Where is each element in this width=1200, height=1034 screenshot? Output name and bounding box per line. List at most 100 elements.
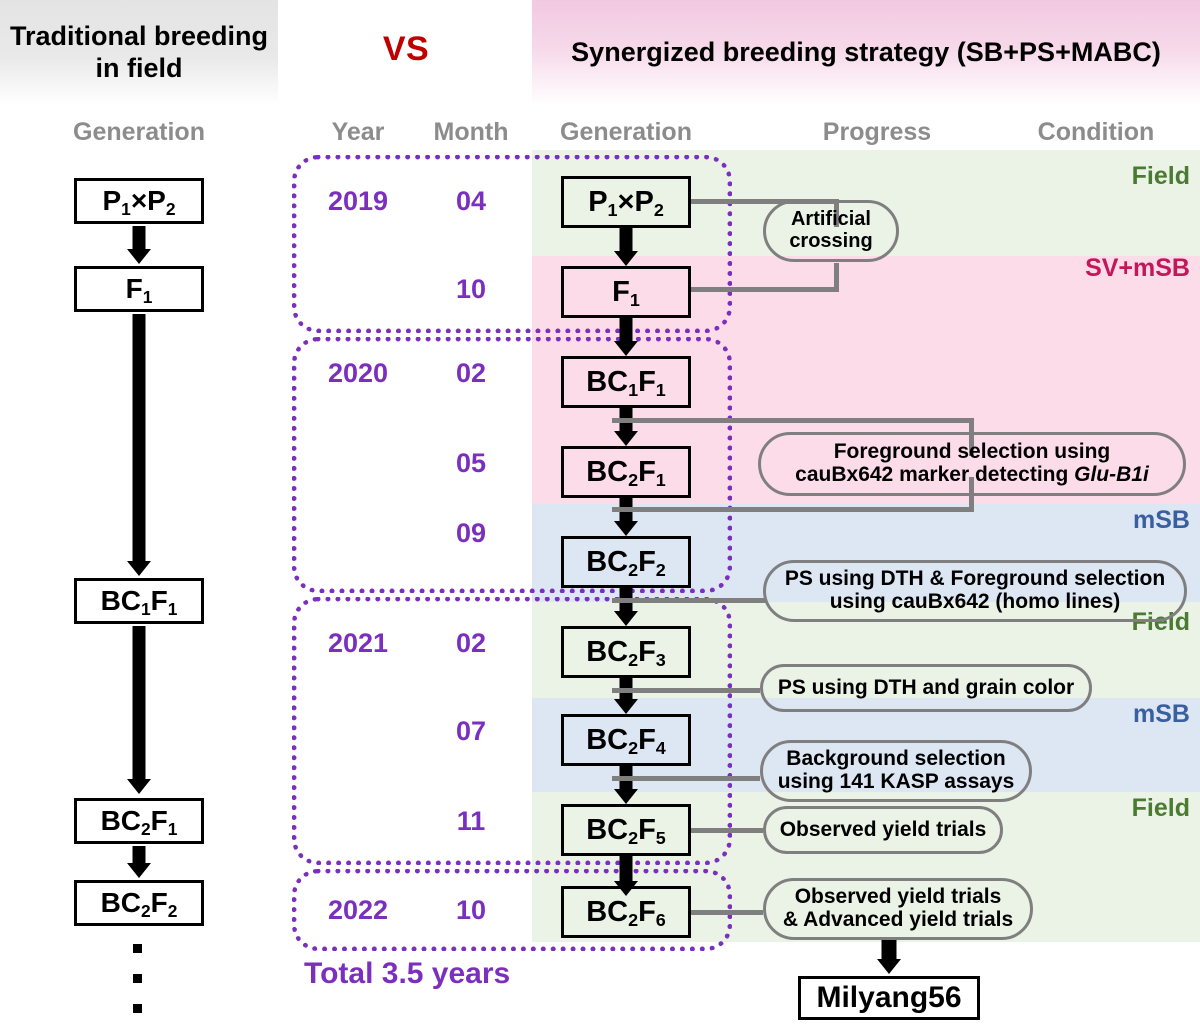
connector-crossing-top	[691, 199, 839, 204]
progress-text-ps-dth-line2: using cauBx642 (homo lines)	[829, 590, 1121, 613]
progress-text-ps-grain-color: PS using DTH and grain color	[777, 675, 1075, 699]
timeline-generation-box-3: BC2F1	[561, 446, 691, 498]
progress-text-artificial-crossing-line2: crossing	[789, 230, 873, 252]
traditional-generation-label-3: BC2F1	[100, 805, 178, 839]
progress-text-foreground-line1: Foreground selection using	[833, 440, 1111, 464]
timeline-generation-label-7: BC2F5	[586, 813, 666, 848]
timeline-generation-label-3: BC2F1	[586, 455, 666, 490]
condition-label-svmsb: SV+mSB	[1085, 254, 1190, 282]
connector-background-selection	[612, 776, 760, 781]
column-header-generation-left: Generation	[73, 118, 205, 146]
year-label-2022: 2022	[327, 895, 389, 925]
traditional-generation-label-2: BC1F1	[100, 585, 178, 619]
progress-bubble-observed-yield[interactable]: Observed yield trials	[763, 806, 1003, 854]
traditional-arrow-1	[74, 314, 204, 576]
timeline-generation-label-1: F1	[612, 275, 640, 310]
month-label-5: 02	[455, 628, 487, 658]
traditional-arrow-3	[74, 846, 204, 878]
month-label-8: 10	[455, 895, 487, 925]
year-label-2019: 2019	[327, 186, 389, 216]
traditional-generation-box-2: BC1F1	[74, 578, 204, 624]
progress-bubble-ps-dth-foreground[interactable]: PS using DTH & Foreground selection usin…	[763, 560, 1187, 622]
month-label-2: 02	[455, 358, 487, 388]
traditional-generation-label-0: P1×P2	[102, 185, 176, 219]
timeline-arrow-3	[561, 498, 691, 536]
month-label-3: 05	[455, 448, 487, 478]
timeline-arrow-1	[561, 318, 691, 356]
timeline-generation-box-8: BC2F6	[561, 886, 691, 938]
month-label-1: 10	[455, 274, 487, 304]
progress-bubble-foreground-selection[interactable]: Foreground selection using cauBx642 mark…	[758, 432, 1186, 496]
traditional-generation-box-4: BC2F2	[74, 880, 204, 926]
progress-text-background-line1: Background selection	[786, 747, 1006, 771]
condition-label-field-1: Field	[1131, 162, 1190, 190]
timeline-generation-box-5: BC2F3	[561, 626, 691, 678]
synergized-banner: Synergized breeding strategy (SB+PS+MABC…	[532, 0, 1200, 105]
progress-bubble-ps-grain-color[interactable]: PS using DTH and grain color	[760, 664, 1092, 712]
year-label-2020: 2020	[327, 358, 389, 388]
progress-text-foreground-gene: Glu-B1i	[1074, 463, 1149, 486]
timeline-generation-box-6: BC2F4	[561, 714, 691, 766]
progress-text-foreground-line2-pre: cauBx642 marker detecting	[795, 463, 1075, 486]
timeline-generation-label-5: BC2F3	[586, 635, 666, 670]
traditional-title: Traditional breeding in field	[9, 20, 269, 83]
timeline-generation-box-2: BC1F1	[561, 356, 691, 408]
timeline-arrow-6	[561, 766, 691, 804]
timeline-generation-box-7: BC2F5	[561, 804, 691, 856]
traditional-arrow-0	[74, 226, 204, 264]
month-label-0: 04	[455, 186, 487, 216]
connector-foreground-bottom	[612, 507, 974, 512]
condition-label-field-3: Field	[1131, 794, 1190, 822]
progress-text-artificial-crossing-line1: Artificial	[790, 208, 871, 231]
timeline-generation-box-1: F1	[561, 266, 691, 318]
traditional-generation-label-4: BC2F2	[100, 887, 178, 921]
column-header-progress: Progress	[822, 118, 932, 146]
progress-bubble-background-selection[interactable]: Background selection using 141 KASP assa…	[760, 740, 1032, 802]
final-arrow	[824, 940, 954, 974]
total-duration-label: Total 3.5 years	[304, 957, 511, 990]
traditional-generation-box-1: F1	[74, 266, 204, 312]
connector-crossing-bot-rise	[834, 263, 839, 292]
synergized-title: Synergized breeding strategy (SB+PS+MABC…	[571, 36, 1161, 67]
timeline-generation-box-0: P1×P2	[561, 176, 691, 228]
column-header-generation-right: Generation	[560, 118, 692, 146]
timeline-arrow-0	[561, 228, 691, 266]
year-label-2021: 2021	[327, 628, 389, 658]
connector-observed-yield	[691, 828, 763, 833]
column-header-month: Month	[433, 118, 509, 146]
timeline-arrow-5	[561, 678, 691, 714]
vs-label: VS	[382, 30, 430, 68]
final-variety-box: Milyang56	[798, 976, 980, 1020]
progress-bubble-artificial-crossing[interactable]: Artificial crossing	[763, 200, 899, 262]
connector-observed-advanced-yield	[691, 910, 763, 915]
connector-foreground-top	[612, 418, 974, 423]
traditional-arrow-2	[74, 626, 204, 794]
final-variety-label: Milyang56	[816, 981, 962, 1014]
connector-crossing-bottom	[691, 287, 839, 292]
timeline-generation-label-6: BC2F4	[586, 723, 666, 758]
condition-label-msb-2: mSB	[1133, 700, 1190, 728]
timeline-generation-box-4: BC2F2	[561, 536, 691, 588]
month-label-7: 11	[456, 806, 486, 836]
timeline-generation-label-0: P1×P2	[588, 185, 664, 220]
timeline-generation-label-4: BC2F2	[586, 545, 666, 580]
traditional-banner: Traditional breeding in field	[0, 0, 278, 105]
column-header-condition: Condition	[1037, 118, 1155, 146]
timeline-arrow-4	[561, 588, 691, 626]
traditional-generation-box-0: P1×P2	[74, 178, 204, 224]
connector-ps-grain-color	[612, 688, 760, 693]
traditional-continuation-dots	[133, 944, 142, 1034]
progress-text-background-line2: using 141 KASP assays	[777, 770, 1015, 793]
progress-bubble-observed-advanced-yield[interactable]: Observed yield trials & Advanced yield t…	[763, 878, 1033, 940]
progress-text-observed-advanced-line2: & Advanced yield trials	[782, 908, 1014, 931]
traditional-generation-box-3: BC2F1	[74, 798, 204, 844]
column-header-year: Year	[331, 118, 385, 146]
progress-text-ps-dth-line1: PS using DTH & Foreground selection	[784, 567, 1166, 591]
progress-text-observed-advanced-line1: Observed yield trials	[794, 885, 1002, 909]
traditional-generation-label-1: F1	[125, 273, 153, 307]
condition-label-msb-1: mSB	[1133, 506, 1190, 534]
timeline-generation-label-2: BC1F1	[586, 365, 666, 400]
connector-ps-dth-foreground	[612, 598, 766, 603]
month-label-6: 07	[455, 716, 487, 746]
progress-text-observed-yield: Observed yield trials	[779, 817, 987, 841]
